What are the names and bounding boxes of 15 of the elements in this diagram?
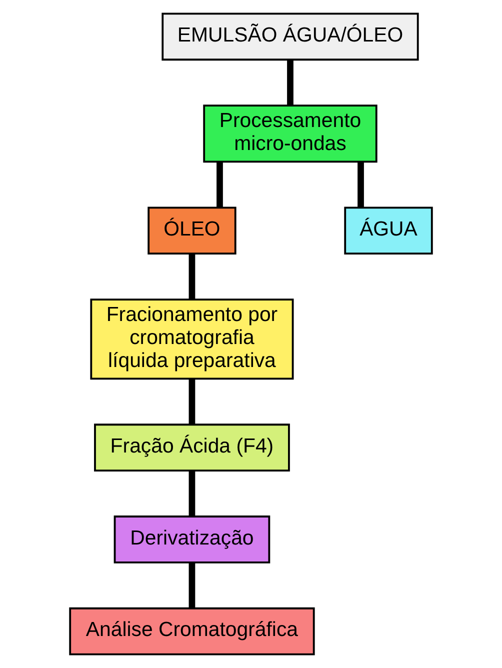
connector <box>287 60 294 106</box>
connector <box>188 562 196 608</box>
connector <box>188 470 196 516</box>
node-box: Análise Cromatográfica <box>69 607 315 656</box>
node-box: Fração Ácida (F4) <box>94 424 290 472</box>
connector <box>358 162 364 208</box>
node-box: ÁGUA <box>344 206 433 255</box>
connector <box>188 254 196 300</box>
node-box: ÓLEO <box>148 206 236 255</box>
node-box: Derivatização <box>114 516 270 564</box>
connector <box>188 378 196 424</box>
node-box: Fracionamento por cromatografia líquida preparativa <box>90 298 294 380</box>
connector <box>216 162 223 208</box>
node-box: Processamento micro-ondas <box>203 104 378 163</box>
node-box: EMULSÃO ÁGUA/ÓLEO <box>162 12 419 61</box>
